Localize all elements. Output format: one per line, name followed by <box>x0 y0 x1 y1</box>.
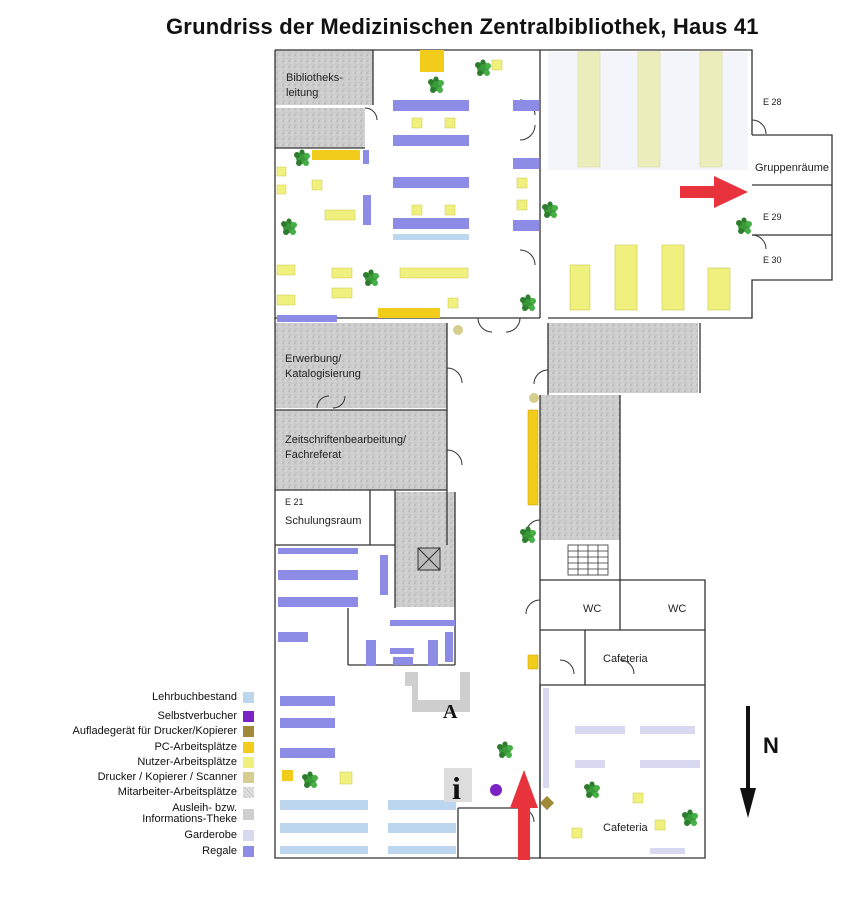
staff-area-erwerbung <box>275 323 447 408</box>
legend-label: Lehrbuchbestand <box>151 691 237 704</box>
legend-item-aufladegeraet: Aufladegerät für Drucker/Kopierer <box>73 724 254 739</box>
legend-item-ausleih-theke: Ausleih- bzw. Informations-Theke <box>80 800 254 828</box>
legend-label: Ausleih- bzw. Informations-Theke <box>142 802 237 826</box>
legend-item-selbstverbucher: Selbstverbucher <box>80 709 254 724</box>
staff-area-east-upper <box>548 323 698 393</box>
legend-item-lehrbuchbestand: Lehrbuchbestand <box>80 690 254 705</box>
elevator <box>417 547 441 571</box>
user-desks-south <box>339 771 666 839</box>
legend-label: Drucker / Kopierer / Scanner <box>97 771 237 784</box>
pc-desks-corridor <box>527 409 539 670</box>
label-wc-2: WC <box>668 603 686 615</box>
label-zeitschriften-1: Zeitschriftenbearbeitung/ <box>285 434 407 446</box>
label-erwerbung-2: Katalogisierung <box>285 368 361 380</box>
legend-label: Selbstverbucher <box>157 710 238 723</box>
staff-area-east-lower <box>540 395 620 540</box>
legend-swatch <box>243 756 254 768</box>
legend-item-nutzer-arbeitsplaetze: Nutzer-Arbeitsplätze <box>80 755 254 770</box>
pc-desk-south <box>282 770 293 781</box>
legend-swatch <box>243 808 254 820</box>
label-e30: E 30 <box>763 255 782 265</box>
staff-area-zeitschriften <box>275 410 447 490</box>
legend-label: Garderobe <box>184 829 237 842</box>
north-arrow <box>740 706 756 818</box>
label-e29: E 29 <box>763 212 782 222</box>
entrance-arrow <box>510 770 538 860</box>
label-e28: E 28 <box>763 97 782 107</box>
textbook-shelves <box>280 800 456 854</box>
shelves-south <box>278 548 455 758</box>
garderobe <box>543 688 700 854</box>
legend-swatch <box>243 787 254 799</box>
staff-area-north-small <box>275 108 365 148</box>
staircase <box>567 544 609 576</box>
card-charger <box>539 795 555 811</box>
legend-swatch <box>243 711 254 723</box>
legend-label: Mitarbeiter-Arbeitsplätze <box>117 786 237 799</box>
legend-label: Nutzer-Arbeitsplätze <box>137 755 237 768</box>
legend-item-pc-arbeitsplaetze: PC-Arbeitsplätze <box>80 740 254 755</box>
room-labels: Bibliotheks- leitung Erwerbung/ Katalogi… <box>285 72 829 834</box>
legend-label: PC-Arbeitsplätze <box>154 740 237 753</box>
hall-floor-east <box>548 52 748 170</box>
label-gruppenraeume: Gruppenräume <box>755 162 829 174</box>
map-title: Grundriss der Medizinischen Zentralbibli… <box>166 14 759 39</box>
label-bibliotheksleitung-1: Bibliotheks- <box>286 72 343 84</box>
textbook-shelf-north <box>393 234 469 240</box>
legend-item-regale: Regale <box>80 844 254 859</box>
area-a-marker: A <box>443 701 458 723</box>
legend-label: Aufladegerät für Drucker/Kopierer <box>72 725 237 738</box>
legend-swatch <box>243 772 254 784</box>
legend-swatch <box>243 726 254 738</box>
legend-label: Regale <box>202 844 237 857</box>
label-zeitschriften-2: Fachreferat <box>285 449 341 461</box>
label-wc-1: WC <box>583 603 601 615</box>
printers <box>453 325 539 403</box>
legend-swatch <box>243 845 254 857</box>
north-label: N <box>763 733 779 758</box>
walls <box>274 49 833 859</box>
self-checkout-machine <box>490 784 502 796</box>
staff-areas <box>275 50 698 607</box>
legend-swatch <box>243 692 254 704</box>
pc-desks-north <box>312 50 444 318</box>
legend-item-mitarbeiter: Mitarbeiter-Arbeitsplätze <box>80 785 254 800</box>
legend-item-drucker: Drucker / Kopierer / Scanner <box>80 770 254 785</box>
shelves-north <box>277 100 539 322</box>
label-cafeteria-2: Cafeteria <box>603 822 649 834</box>
legend-swatch <box>243 741 254 753</box>
legend-item-garderobe: Garderobe <box>80 828 254 843</box>
label-schulungsraum: Schulungsraum <box>285 515 361 527</box>
map-legend: Lehrbuchbestand Selbstverbucher Aufladeg… <box>73 690 254 859</box>
staff-area-bibliotheksleitung <box>275 50 373 105</box>
label-e21: E 21 <box>285 497 304 507</box>
label-bibliotheksleitung-2: leitung <box>286 87 318 99</box>
label-erwerbung-1: Erwerbung/ <box>285 353 342 365</box>
label-cafeteria-1: Cafeteria <box>603 653 649 665</box>
info-sign-bg <box>444 768 472 802</box>
information-counter <box>405 672 470 712</box>
legend-swatch <box>243 830 254 842</box>
user-desks-north <box>276 59 528 309</box>
group-rooms-arrow <box>680 176 748 208</box>
info-icon: i <box>452 770 461 806</box>
